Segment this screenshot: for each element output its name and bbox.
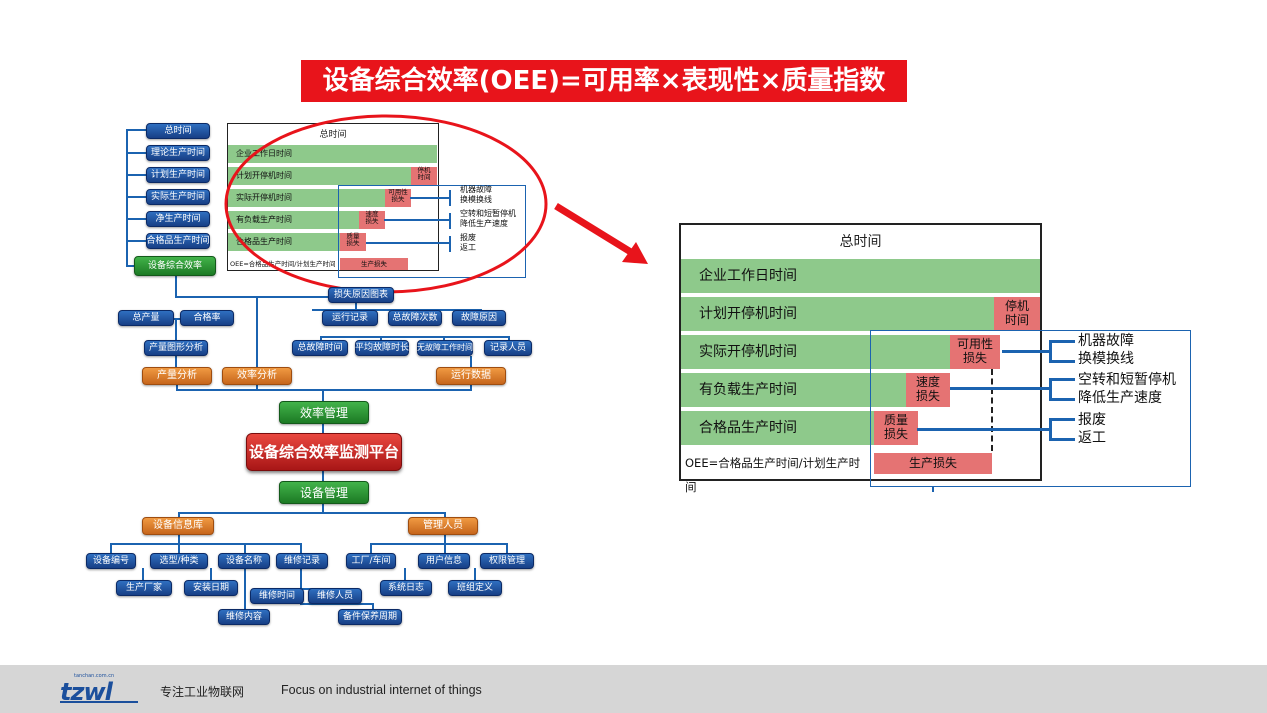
loss-speed: 速度 损失 <box>906 373 950 407</box>
small-row-0: 企业工作日时间 <box>228 145 437 163</box>
small-table-header: 总时间 <box>319 130 347 140</box>
node-fault-count: 总故障次数 <box>388 310 442 326</box>
node-repair-staff: 维修人员 <box>308 588 362 604</box>
small-row-5: OEE=合格品生产时间/计划生产时间 <box>228 258 340 270</box>
slogan-en: Focus on industrial internet of things <box>281 683 482 697</box>
note-availability-causes: 机器故障 换模换线 <box>1078 333 1134 367</box>
oee-time-table: 总时间 企业工作日时间 计划开停机时间 实际开停机时间 有负载生产时间 合格品生… <box>679 223 1042 494</box>
node-manufacturer: 生产厂家 <box>116 580 172 596</box>
table-row-loaded: 有负载生产时间 <box>681 373 906 407</box>
dashed-divider <box>991 369 993 451</box>
node-shift-def: 班组定义 <box>448 580 502 596</box>
node-efficiency-analysis: 效率分析 <box>222 367 292 385</box>
node-avg-fault: 平均故障时长 <box>355 340 409 356</box>
small-table-callout-box <box>338 185 526 278</box>
loss-availability: 可用性 损失 <box>950 335 1000 369</box>
node-output-graph: 产量图形分析 <box>144 340 208 356</box>
node-equip-id: 设备编号 <box>86 553 136 569</box>
node-install-date: 安装日期 <box>184 580 238 596</box>
small-row-2: 实际开停机时间 <box>228 189 385 207</box>
small-row-4: 合格品生产时间 <box>228 233 340 251</box>
node-run-record: 运行记录 <box>322 310 378 326</box>
small-loss-quality: 质量 损失 <box>340 232 366 251</box>
small-note-0: 机器故障 换模换线 <box>460 185 492 204</box>
node-permission: 权限管理 <box>480 553 534 569</box>
node-factory: 工厂/车间 <box>346 553 396 569</box>
loss-production: 生产损失 <box>874 453 992 474</box>
footer-bar: tanchan.com.cn tzwl 专注工业物联网 Focus on ind… <box>0 665 1267 713</box>
loss-callout-box <box>870 330 1191 487</box>
table-row-good: 合格品生产时间 <box>681 411 874 445</box>
node-spare-cycle: 备件保养周期 <box>338 609 402 625</box>
node-efficiency-mgmt: 效率管理 <box>279 401 369 424</box>
node-equip-name: 设备名称 <box>218 553 270 569</box>
small-note-2: 报废 返工 <box>460 233 476 252</box>
note-speed-causes: 空转和短暂停机 降低生产速度 <box>1078 372 1176 406</box>
logo-url: tanchan.com.cn <box>74 673 115 679</box>
node-recorder: 记录人员 <box>484 340 532 356</box>
page-title: 设备综合效率(OEE)=可用率×表现性×质量指数 <box>301 60 907 102</box>
small-loss-downtime: 停机 时间 <box>411 166 437 185</box>
node-total-output: 总产量 <box>118 310 174 326</box>
company-logo: tanchan.com.cn tzwl <box>60 673 140 706</box>
highlight-ellipse <box>224 114 548 294</box>
node-user-info: 用户信息 <box>418 553 470 569</box>
slogan-cn: 专注工业物联网 <box>160 685 245 699</box>
node-output-analysis: 产量分析 <box>142 367 212 385</box>
node-no-fault-time: 无故障工作时间 <box>417 340 473 356</box>
node-actual-time: 实际生产时间 <box>146 189 210 205</box>
node-loss-chart: 损失原因图表 <box>328 287 394 303</box>
node-good-time: 合格品生产时间 <box>146 233 210 249</box>
node-equip-type: 选型/种类 <box>150 553 208 569</box>
node-pass-rate: 合格率 <box>180 310 234 326</box>
node-total-time: 总时间 <box>146 123 210 139</box>
node-sys-log: 系统日志 <box>380 580 432 596</box>
node-run-data: 运行数据 <box>436 367 506 385</box>
node-equipment-mgmt: 设备管理 <box>279 481 369 504</box>
node-fault-time: 总故障时间 <box>292 340 348 356</box>
red-arrow-icon <box>554 203 648 264</box>
node-theory-time: 理论生产时间 <box>146 145 210 161</box>
node-platform: 设备综合效率监测平台 <box>246 433 402 471</box>
node-oee: 设备综合效率 <box>134 256 216 276</box>
table-header: 总时间 <box>839 234 882 250</box>
table-row-workday: 企业工作日时间 <box>681 259 1040 293</box>
table-row-actual: 实际开停机时间 <box>681 335 950 369</box>
node-plan-time: 计划生产时间 <box>146 167 210 183</box>
small-note-1: 空转和短暂停机 降低生产速度 <box>460 209 516 228</box>
small-loss-availability: 可用性 损失 <box>385 188 411 207</box>
table-row-planned: 计划开停机时间 <box>681 297 994 331</box>
table-row-oee: OEE=合格品生产时间/计划生产时间 <box>681 451 871 494</box>
node-net-time: 净生产时间 <box>146 211 210 227</box>
small-row-1: 计划开停机时间 <box>228 167 411 185</box>
small-row-3: 有负载生产时间 <box>228 211 359 229</box>
node-repair-record: 维修记录 <box>276 553 328 569</box>
node-repair-content: 维修内容 <box>218 609 270 625</box>
loss-quality: 质量 损失 <box>874 411 918 445</box>
loss-downtime: 停机 时间 <box>994 297 1040 331</box>
small-loss-speed: 速度 损失 <box>359 210 385 229</box>
small-loss-production: 生产损失 <box>340 258 408 270</box>
node-repair-time: 维修时间 <box>250 588 304 604</box>
note-quality-causes: 报废 返工 <box>1078 412 1106 446</box>
node-admins: 管理人员 <box>408 517 478 535</box>
node-fault-cause: 故障原因 <box>452 310 506 326</box>
node-equipment-db: 设备信息库 <box>142 517 214 535</box>
